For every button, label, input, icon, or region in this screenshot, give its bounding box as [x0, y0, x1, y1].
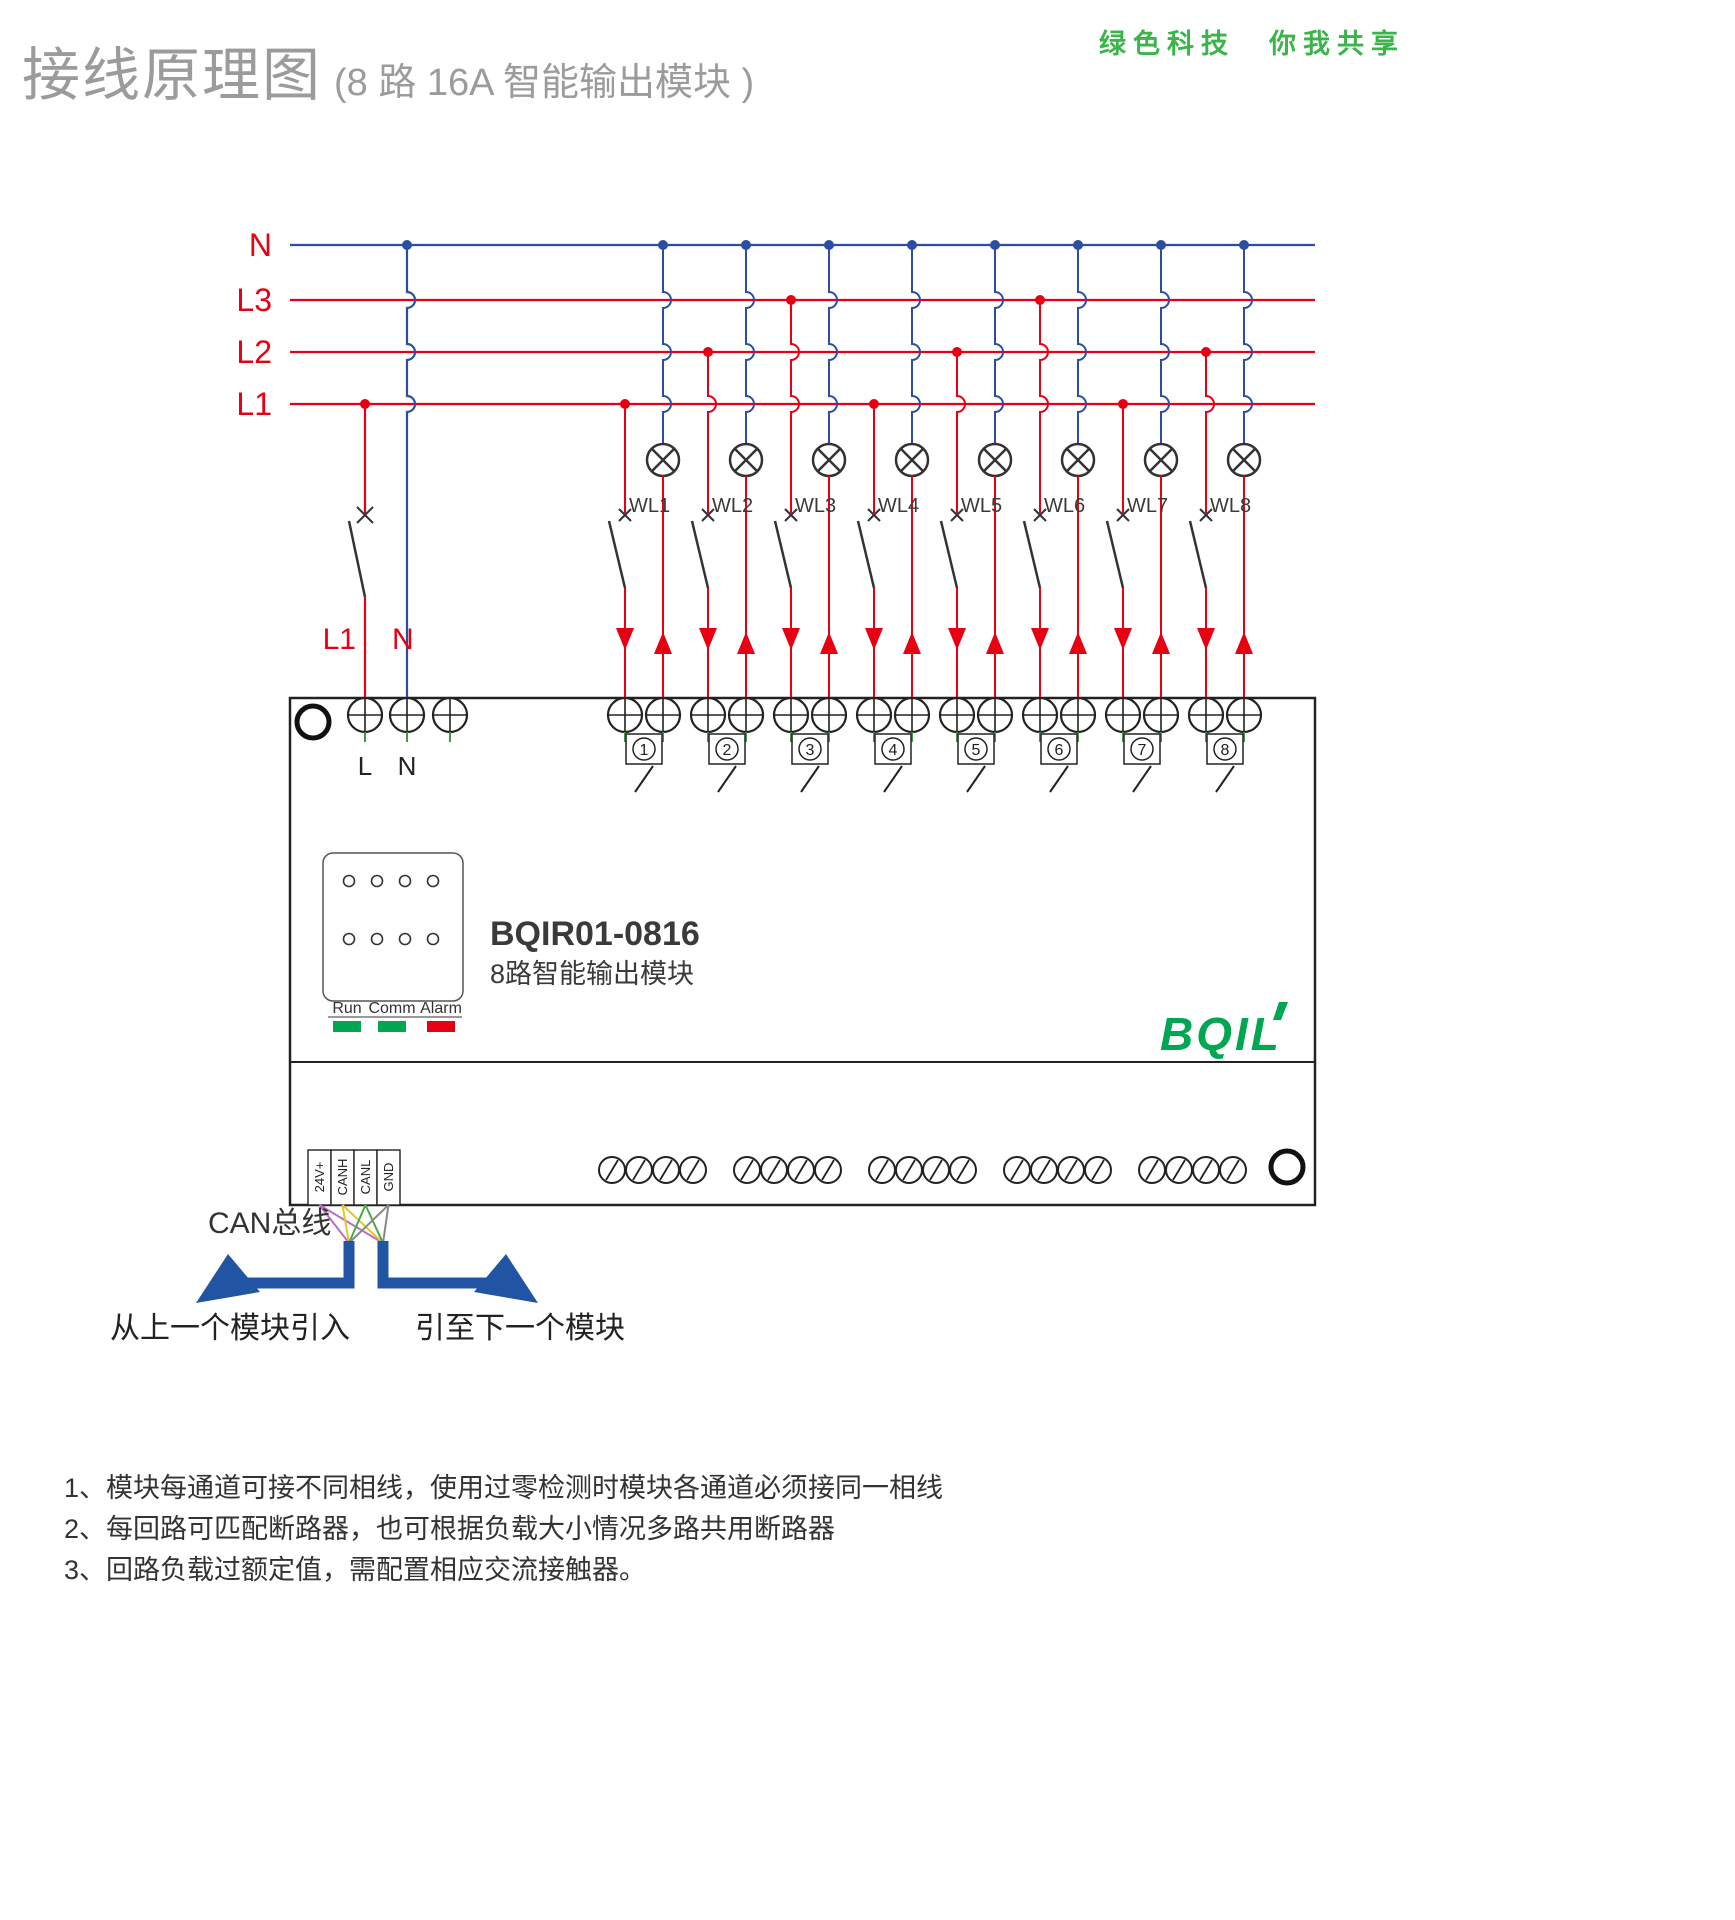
channel-number-6: 6: [1055, 742, 1064, 759]
brand-slogan: 绿色科技 你我共享: [1099, 29, 1405, 59]
channel-number-8: 8: [1221, 742, 1230, 759]
load-label-WL6: WL6: [1044, 495, 1085, 517]
channel-number-4: 4: [889, 742, 898, 759]
bottom-terminal-CANL: CANL: [358, 1160, 373, 1195]
branch-label-N: N: [392, 623, 414, 656]
terminal-label-L: L: [358, 751, 372, 781]
bottom-terminal-24V+: 24V+: [312, 1162, 327, 1193]
note-line-2: 2、每回路可匹配断路器，也可根据负载大小情况多路共用断路器: [64, 1514, 836, 1544]
can-in-wire: [238, 1241, 355, 1289]
terminal-label-N: N: [398, 751, 417, 781]
channel-WL6: WL6 6: [1021, 240, 1097, 793]
can-out-label: 引至下一个模块: [415, 1312, 625, 1345]
module-name: 8路智能输出模块: [490, 959, 694, 989]
channel-WL5: WL5 5: [938, 240, 1014, 793]
notes-block: 1、模块每通道可接不同相线，使用过零检测时模块各通道必须接同一相线 2、每回路可…: [64, 1468, 943, 1591]
note-line-3: 3、回路负载过额定值，需配置相应交流接触器。: [64, 1555, 647, 1585]
channel-number-5: 5: [972, 742, 981, 759]
title-row: 接线原理图 (8 路 16A 智能输出模块 ): [22, 28, 754, 112]
channel-WL1: WL1 1: [606, 240, 682, 793]
channel-number-2: 2: [723, 742, 732, 759]
channel-number-3: 3: [806, 742, 815, 759]
can-out-wire: [377, 1241, 496, 1289]
brand-logo: BQIL: [1160, 1008, 1282, 1060]
channel-number-1: 1: [640, 742, 649, 759]
can-in-arrowhead: [196, 1254, 260, 1303]
bottom-terminal-GND: GND: [381, 1163, 396, 1192]
load-label-WL7: WL7: [1127, 495, 1168, 517]
channel-WL2: WL2 2: [689, 240, 765, 793]
can-in-label: 从上一个模块引入: [110, 1312, 350, 1345]
load-label-WL5: WL5: [961, 495, 1002, 517]
page-subtitle: (8 路 16A 智能输出模块 ): [334, 62, 755, 104]
channel-WL3: WL3 3: [772, 240, 848, 793]
note-line-1: 1、模块每通道可接不同相线，使用过零检测时模块各通道必须接同一相线: [64, 1473, 944, 1503]
load-label-WL4: WL4: [878, 495, 919, 517]
channel-WL4: WL4 4: [855, 240, 931, 793]
can-bus-label: CAN总线: [208, 1207, 331, 1240]
channel-WL8: WL8 8: [1187, 240, 1263, 793]
incoming-supply-branch: L1 N: [323, 240, 417, 702]
page-title: 接线原理图: [22, 43, 323, 108]
led-label-Comm: Comm: [368, 1000, 415, 1017]
bus-label-L3: L3: [236, 282, 272, 318]
load-label-WL3: WL3: [795, 495, 836, 517]
led-label-Alarm: Alarm: [420, 1000, 462, 1017]
bus-label-N: N: [249, 227, 272, 263]
led-Run: [333, 1021, 361, 1032]
branch-label-L1: L1: [323, 623, 356, 656]
module-model: BQIR01-0816: [490, 915, 700, 953]
load-label-WL8: WL8: [1210, 495, 1251, 517]
led-Comm: [378, 1021, 406, 1032]
channel-number-7: 7: [1138, 742, 1147, 759]
bus-label-L1: L1: [236, 386, 272, 422]
can-out-arrowhead: [474, 1254, 538, 1303]
load-label-WL1: WL1: [629, 495, 670, 517]
led-label-Run: Run: [332, 1000, 361, 1017]
bottom-terminal-CANH: CANH: [335, 1159, 350, 1196]
load-label-WL2: WL2: [712, 495, 753, 517]
output-module: BQIR01-0816 8路智能输出模块 Run Comm Alarm BQIL 24V+ C…: [288, 696, 1317, 1207]
led-Alarm: [427, 1021, 455, 1032]
channel-WL7: WL7 7: [1104, 240, 1180, 793]
bus-label-L2: L2: [236, 334, 272, 370]
